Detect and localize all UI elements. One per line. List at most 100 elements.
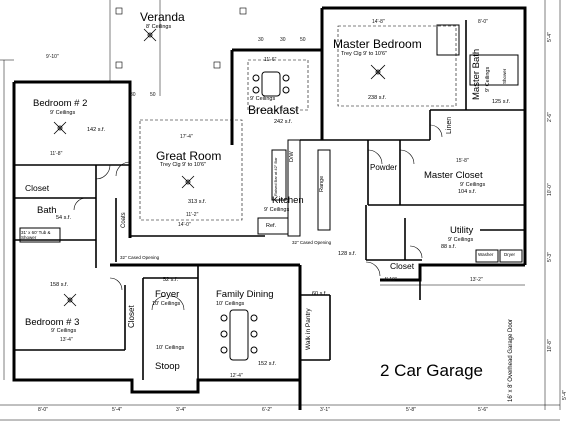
linen-label: Linen (446, 116, 453, 134)
bedroom-3-label: Bedroom # 3 (25, 317, 80, 328)
dim-right-2: 10'-0" (547, 183, 553, 196)
bedroom-2-note: 9' Ceilings (50, 110, 76, 116)
ceiling-fans (53, 28, 386, 307)
foyer-area: 52 s.f. (163, 277, 178, 283)
bath-label: Bath (37, 205, 57, 216)
dim-right-4: 10'-8" (547, 339, 553, 352)
master-closet-label: Master Closet (424, 170, 483, 181)
master-closet-area: 104 s.f. (458, 189, 477, 195)
stoop-label: Stoop (155, 361, 180, 372)
great-room-area: 313 s.f. (188, 199, 207, 205)
great-room-label: Great Room (156, 149, 222, 163)
dim-master-bath: 8'-0" (478, 19, 488, 25)
dryer-label: Dryer (504, 252, 515, 257)
bedroom-3-area: 158 s.f. (50, 282, 69, 288)
dimension-lines (0, 0, 561, 421)
breakfast-note: 9' Ceilings (250, 96, 276, 102)
dim-top-4: 50 (300, 37, 306, 43)
dim-top-0: 30 (130, 92, 136, 98)
garage-label: 2 Car Garage (380, 361, 483, 380)
great-room-note: Trey Clg 9' to 10'6" (160, 162, 207, 168)
closet-bed3-label: Closet (127, 305, 136, 328)
dim-right-5: 5'-4" (562, 390, 568, 400)
breakfast-table-outline (252, 71, 290, 97)
foyer-label: Foyer (155, 289, 180, 300)
dim-right-0: 5'-4" (547, 32, 553, 42)
walk-in-pantry-area: 60 s.f. (312, 291, 327, 297)
dim-bed3: 13'-4" (60, 337, 73, 343)
kitchen-area: 128 s.f. (338, 251, 357, 257)
dim-right-1: 2'-6" (547, 112, 553, 122)
dim-dining: 12'-4" (230, 373, 243, 379)
dim-garage-1: 13'-2" (470, 277, 483, 283)
cased-opening-left: 32" Cased Opening (120, 255, 160, 260)
dim-great-room-depth: 14'-0" (178, 222, 191, 228)
shower-label: Shower (502, 68, 507, 84)
master-bedroom-label: Master Bedroom (333, 37, 422, 51)
dim-garage-0: 4'-10" (384, 277, 397, 283)
master-bath-label: Master Bath (471, 48, 482, 100)
dim-bed2: 11'-8" (50, 151, 63, 157)
stoop-note: 10' Ceilings (156, 345, 185, 351)
bedroom-2-area: 142 s.f. (87, 127, 106, 133)
dining-table-outline (220, 309, 258, 361)
dim-right-3: 5'-3" (547, 252, 553, 262)
family-dining-note: 10' Ceilings (216, 301, 245, 307)
foyer-note: 10' Ceilings (152, 301, 181, 307)
breakfast-area: 242 s.f. (274, 119, 293, 125)
closet-bed2-label: Closet (25, 183, 50, 193)
dim-bottom-6: 5'-6" (478, 407, 488, 413)
dim-bottom-5: 5'-8" (406, 407, 416, 413)
dim-breakfast: 11'-6" (264, 57, 277, 63)
utility-note: 9' Ceilings (448, 237, 474, 243)
dim-master: 14'-8" (372, 19, 385, 25)
interior-walls (14, 20, 525, 392)
veranda-posts (115, 7, 247, 69)
washer-label: Washer (478, 252, 494, 257)
dim-kitchen: 11'-2" (186, 212, 199, 218)
dw-label: D/W (289, 151, 295, 162)
bedroom-3-note: 9' Ceilings (51, 328, 77, 334)
master-bath-area: 125 s.f. (492, 99, 511, 105)
cased-opening-mid: 32" Cased Opening (292, 240, 332, 245)
master-bedroom-area: 238 s.f. (368, 95, 387, 101)
closet-utility-label: Closet (390, 261, 415, 271)
dim-bottom-2: 3'-4" (176, 407, 186, 413)
veranda-label: Veranda (140, 10, 185, 24)
family-dining-label: Family Dining (216, 289, 274, 300)
dim-top-3: 30 (280, 37, 286, 43)
dim-top-2: 30 (258, 37, 264, 43)
dim-bottom-0: 8'-0" (38, 407, 48, 413)
refrigerator-label: Ref. (266, 223, 277, 229)
master-closet-note: 9' Ceilings (460, 182, 486, 188)
veranda-note: 8' Ceilings (146, 24, 172, 30)
dim-top-1: 50 (150, 92, 156, 98)
tub-label: 31' x 60' Tub & Shower (21, 230, 51, 240)
dim-great-room: 17'-4" (180, 134, 193, 140)
raised-bar-label: Raised Bar at 42" Bar (273, 157, 278, 196)
kitchen-note: 9' Ceilings (264, 207, 290, 213)
garage-door-label: 16' x 8' Overhead Garage Door (508, 318, 514, 402)
master-bath-note: 9' Ceilings (485, 66, 491, 92)
utility-area: 88 s.f. (441, 244, 456, 250)
powder-label: Powder (370, 163, 398, 172)
bath-area: 54 s.f. (56, 215, 71, 221)
dim-bottom-3: 6'-2" (262, 407, 272, 413)
dim-veranda: 9'-10" (46, 54, 59, 60)
master-bedroom-note: Trey Clg 9' to 10'6" (341, 51, 388, 57)
walk-in-pantry-label: Walk in Pantry (305, 308, 312, 350)
family-dining-area: 152 s.f. (258, 361, 277, 367)
coats-label: Coats (121, 212, 127, 228)
bedroom-2-label: Bedroom # 2 (33, 98, 88, 109)
utility-label: Utility (450, 225, 474, 236)
exterior-walls (12, 6, 527, 410)
dim-bottom-4: 3'-1" (320, 407, 330, 413)
kitchen-label: Kitchen (272, 195, 304, 206)
dim-master-closet: 15'-8" (456, 158, 469, 164)
range-label: Range (319, 175, 325, 192)
dim-bottom-1: 5'-4" (112, 407, 122, 413)
trey-outlines (139, 25, 457, 221)
breakfast-label: Breakfast (248, 103, 299, 117)
counters (19, 24, 523, 263)
